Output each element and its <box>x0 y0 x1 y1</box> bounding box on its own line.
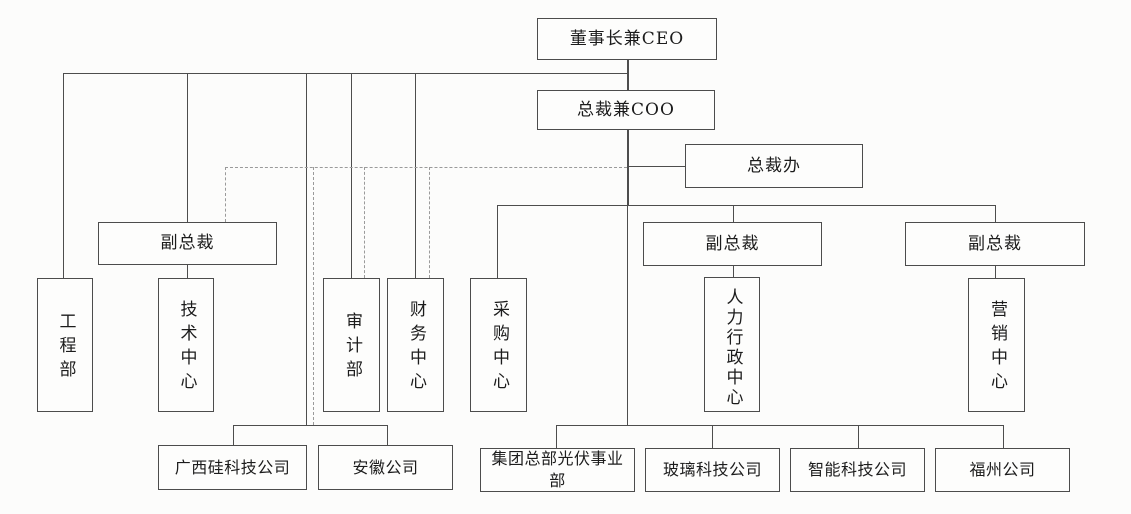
node-vp-left: 副总裁 <box>98 222 277 265</box>
node-smart-tech-company: 智能科技公司 <box>790 448 925 492</box>
connector-line <box>556 425 557 448</box>
dashed-connector-line <box>313 167 314 425</box>
connector-line <box>233 425 234 445</box>
dashed-connector-line <box>225 167 226 222</box>
connector-line <box>995 266 996 278</box>
connector-line <box>733 266 734 277</box>
connector-line <box>415 73 416 278</box>
node-engineering-dept: 工程部 <box>37 278 93 412</box>
connector-line <box>187 265 188 278</box>
node-vp-middle: 副总裁 <box>643 222 822 266</box>
dashed-connector-line <box>225 167 627 168</box>
connector-line <box>1003 425 1004 448</box>
connector-line <box>63 73 628 74</box>
dashed-connector-line <box>429 167 430 278</box>
connector-line <box>556 425 1003 426</box>
node-marketing-center: 营销中心 <box>968 278 1025 412</box>
connector-line <box>306 73 307 425</box>
node-procurement-center: 采购中心 <box>470 278 527 412</box>
node-guangxi-silicon-tech: 广西硅科技公司 <box>158 445 307 490</box>
node-audit-dept: 审计部 <box>323 278 380 412</box>
node-anhui-company: 安徽公司 <box>318 445 453 490</box>
connector-line <box>63 73 64 278</box>
node-finance-center: 财务中心 <box>387 278 444 412</box>
connector-line <box>712 425 713 448</box>
dashed-connector-line <box>364 167 365 278</box>
connector-line <box>497 205 498 278</box>
connector-line <box>733 205 734 222</box>
node-vp-right: 副总裁 <box>905 222 1085 266</box>
connector-line <box>627 205 628 425</box>
node-president-office: 总裁办 <box>685 144 863 188</box>
node-technology-center: 技术中心 <box>158 278 214 412</box>
connector-line <box>497 205 995 206</box>
connector-line <box>627 60 629 90</box>
node-glass-tech-company: 玻璃科技公司 <box>645 448 780 492</box>
connector-line <box>187 73 188 222</box>
node-group-hq-pv-division: 集团总部光伏事业部 <box>480 448 635 492</box>
connector-line <box>858 425 859 448</box>
node-president-coo: 总裁兼COO <box>537 90 715 130</box>
connector-line <box>628 166 685 167</box>
node-chairman-ceo: 董事长兼CEO <box>537 18 717 60</box>
connector-line <box>627 130 629 205</box>
connector-line <box>995 205 996 222</box>
connector-line <box>351 73 352 278</box>
connector-line <box>233 425 387 426</box>
node-hr-admin-center: 人力行政中心 <box>704 277 760 412</box>
node-fuzhou-company: 福州公司 <box>935 448 1070 492</box>
connector-line <box>387 425 388 445</box>
